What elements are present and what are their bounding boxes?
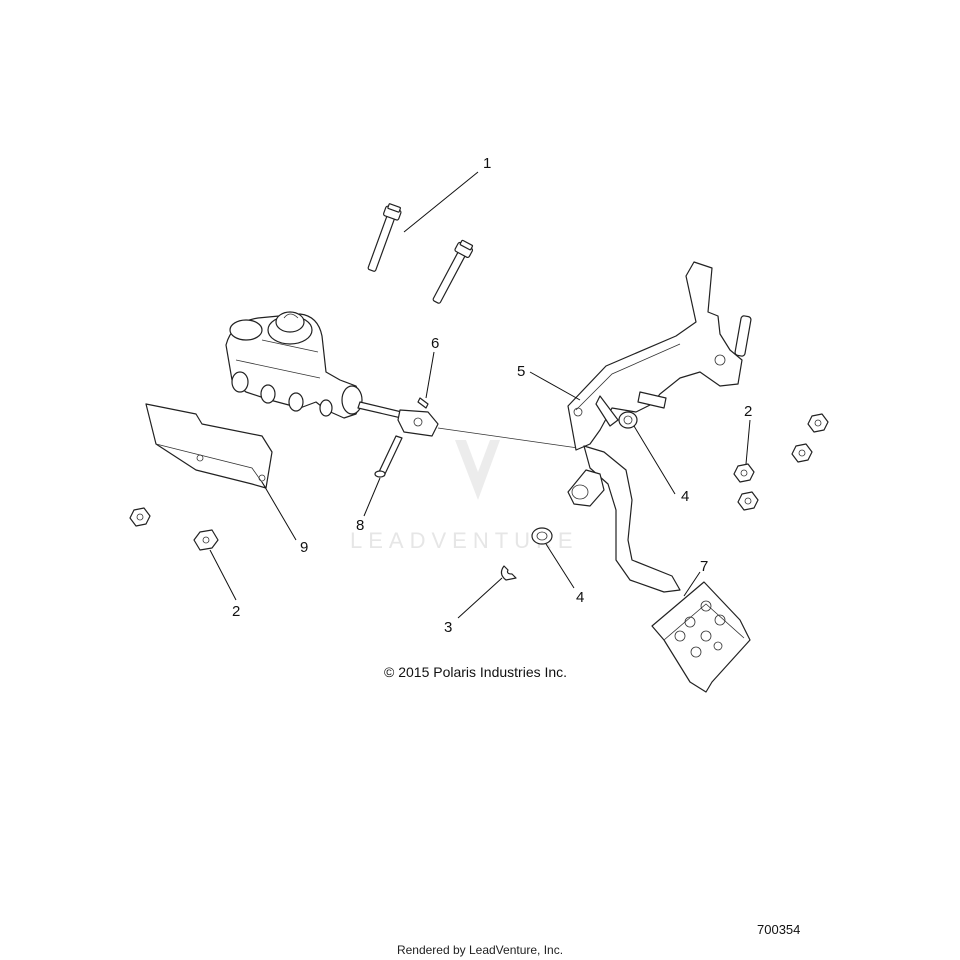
diagram-number: 700354 bbox=[757, 922, 801, 937]
copyright-text: © 2015 Polaris Industries Inc. bbox=[384, 664, 568, 680]
pedal-part-7[interactable] bbox=[567, 445, 751, 693]
nut-part-2-left[interactable] bbox=[129, 507, 219, 551]
eclip-part-3[interactable] bbox=[500, 565, 517, 581]
assembly-line bbox=[437, 427, 579, 449]
rendered-by-footer: Rendered by LeadVenture, Inc. bbox=[396, 943, 564, 957]
callout-5[interactable]: 5 bbox=[517, 363, 525, 380]
bracket-part-5[interactable] bbox=[567, 261, 752, 451]
leader-lines bbox=[209, 171, 751, 619]
watermark-logo-icon bbox=[455, 440, 500, 500]
clevis-pin-clip[interactable] bbox=[374, 397, 439, 478]
callout-4-lower[interactable]: 4 bbox=[576, 589, 584, 606]
bushing-part-4[interactable] bbox=[531, 411, 638, 545]
master-cylinder[interactable] bbox=[225, 311, 411, 421]
bolt-part-1[interactable] bbox=[364, 203, 475, 306]
clip-part-6[interactable] bbox=[417, 397, 429, 409]
callout-7[interactable]: 7 bbox=[700, 558, 708, 575]
callout-6[interactable]: 6 bbox=[431, 335, 439, 352]
callout-2-left[interactable]: 2 bbox=[232, 603, 240, 620]
nut-part-2-right[interactable] bbox=[733, 413, 829, 511]
callout-1[interactable]: 1 bbox=[483, 155, 491, 172]
callout-4-upper[interactable]: 4 bbox=[681, 488, 689, 505]
shield-part-9[interactable] bbox=[145, 403, 273, 489]
callout-8[interactable]: 8 bbox=[356, 517, 364, 534]
callout-9[interactable]: 9 bbox=[300, 539, 308, 556]
callout-3[interactable]: 3 bbox=[444, 619, 452, 636]
callout-2-right[interactable]: 2 bbox=[744, 403, 752, 420]
callouts: 1 6 5 2 4 8 9 7 4 2 3 bbox=[232, 155, 752, 636]
pin-part-8[interactable] bbox=[377, 435, 403, 477]
